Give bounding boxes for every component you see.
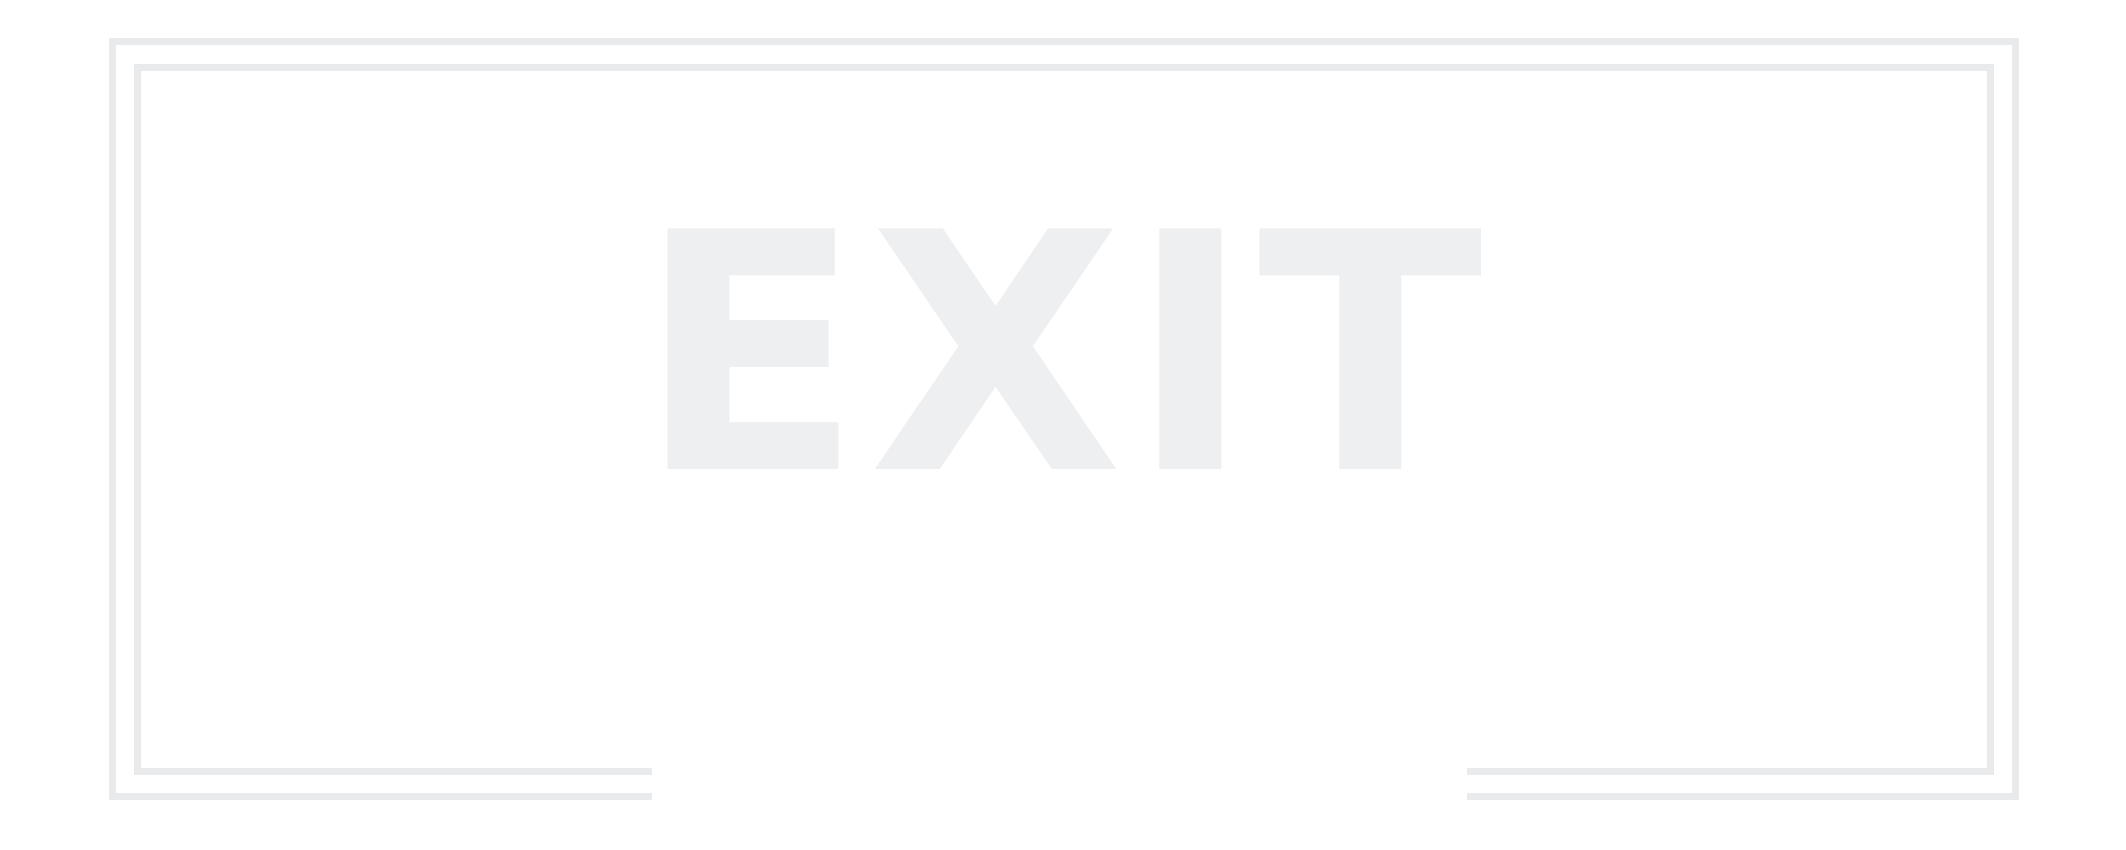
frame-bottom-gap	[652, 745, 1467, 815]
exit-label: EXIT	[637, 163, 1489, 547]
